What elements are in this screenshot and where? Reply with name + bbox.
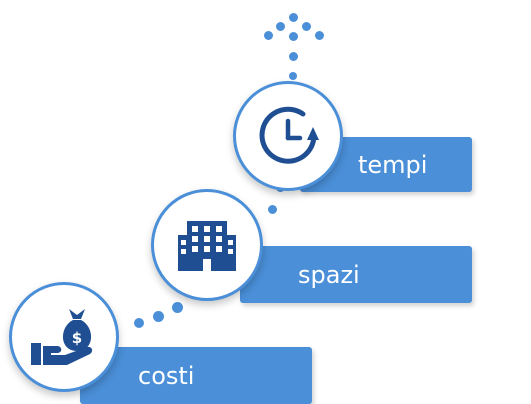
clock-badge (233, 81, 343, 191)
step-label-text: spazi (298, 260, 360, 289)
buildings-icon (178, 221, 236, 271)
path-dot (264, 31, 273, 40)
path-dot (289, 13, 298, 22)
money-hand-icon: $ (31, 309, 93, 365)
path-dot (289, 52, 298, 61)
step-label-text: costi (138, 361, 195, 390)
clock-icon (259, 106, 319, 164)
path-dot (268, 205, 277, 214)
path-dot (134, 318, 144, 328)
step-label-text: tempi (358, 150, 428, 179)
path-dot (153, 311, 164, 322)
path-dot (289, 72, 297, 80)
path-dot (172, 302, 183, 313)
money-badge: $ (9, 282, 119, 392)
path-dot (276, 22, 285, 31)
step-label-costi: costi (80, 347, 312, 404)
buildings-badge (151, 189, 263, 301)
path-dot (302, 22, 311, 31)
svg-text:$: $ (72, 329, 82, 347)
path-dot (289, 32, 298, 41)
step-label-spazi: spazi (240, 246, 472, 303)
path-dot (315, 31, 324, 40)
